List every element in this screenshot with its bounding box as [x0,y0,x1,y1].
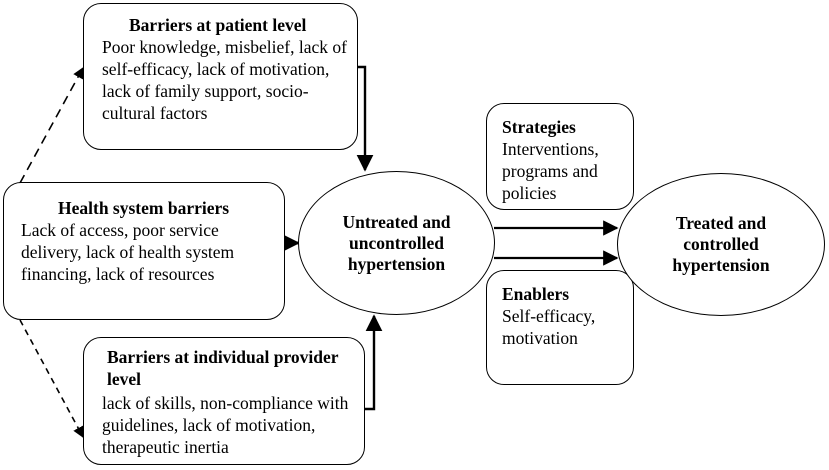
untreated-hypertension-label: Untreated and uncontrolled hypertension [342,211,451,274]
untreated-hypertension-node: Untreated and uncontrolled hypertension [298,171,495,315]
health-system-barriers-box: Health system barriers Lack of access, p… [3,182,285,320]
health-system-barriers-text: Lack of access, poor service delivery, l… [21,220,235,284]
strategies-text: Interventions, programs and policies [502,139,599,203]
strategies-title: Strategies [502,117,576,137]
enablers-text: Self-efficacy, motivation [502,306,596,348]
treated-hypertension-node: Treated and controlled hypertension [617,173,825,316]
dashed-arrow-to-patient [19,67,84,184]
patient-barriers-title: Barriers at patient level [129,15,307,35]
provider-barriers-text: lack of skills, non-compliance with guid… [102,393,349,457]
patient-barriers-box: Barriers at patient level Poor knowledge… [83,3,358,150]
health-system-barriers-title: Health system barriers [58,198,230,218]
provider-barriers-box: Barriers at individual provider level la… [83,337,365,465]
arrow-patient-to-untreated [356,65,374,172]
dashed-arrow-to-provider [19,319,84,438]
treated-hypertension-label: Treated and controlled hypertension [672,213,770,275]
strategies-box: Strategies Interventions, programs and p… [486,103,634,210]
patient-barriers-text: Poor knowledge, misbelief, lack of self-… [102,37,347,123]
arrow-provider-to-untreated [365,314,383,411]
enablers-title: Enablers [502,284,570,304]
enablers-box: Enablers Self-efficacy, motivation [486,270,634,385]
provider-barriers-title: Barriers at individual provider level [107,347,339,389]
